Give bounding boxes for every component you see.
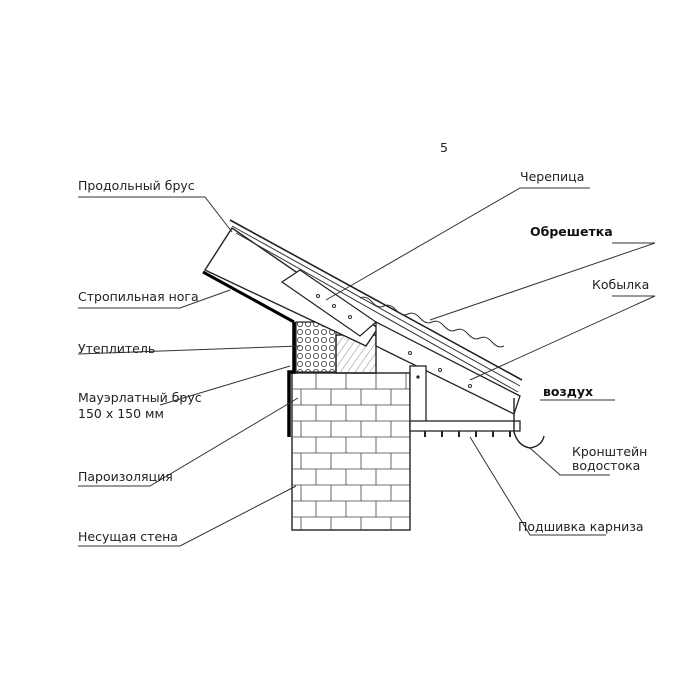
vapor-barrier bbox=[287, 322, 296, 437]
label-vozduh: воздух bbox=[543, 384, 593, 399]
label-mauerlat-line2: 150 x 150 мм bbox=[78, 406, 164, 421]
label-cherepica: Черепица bbox=[520, 169, 584, 184]
label-nesushaya-stena: Несущая стена bbox=[78, 529, 178, 544]
label-uteplitel: Утеплитель bbox=[78, 341, 155, 356]
label-paroizolyaciya: Пароизоляция bbox=[78, 469, 173, 484]
label-obreshetka: Обрешетка bbox=[530, 224, 613, 239]
label-kobylka: Кобылка bbox=[592, 277, 649, 292]
label-kronshtein-line1: Кронштейн bbox=[572, 444, 647, 459]
load-bearing-wall bbox=[291, 372, 411, 531]
label-prodolny-brus: Продольный брус bbox=[78, 178, 195, 193]
label-mauerlat-line1: Мауэрлатный брус bbox=[78, 390, 202, 405]
label-kronshtein-line2: водостока bbox=[572, 458, 640, 473]
leader-lines-right bbox=[325, 187, 656, 536]
leader-lines-left bbox=[77, 196, 301, 547]
page-mark: 5 bbox=[440, 140, 448, 155]
label-podshivka: Подшивка карниза bbox=[518, 519, 644, 534]
label-stropilnaya-noga: Стропильная нога bbox=[78, 289, 199, 304]
roof-package bbox=[202, 219, 545, 449]
